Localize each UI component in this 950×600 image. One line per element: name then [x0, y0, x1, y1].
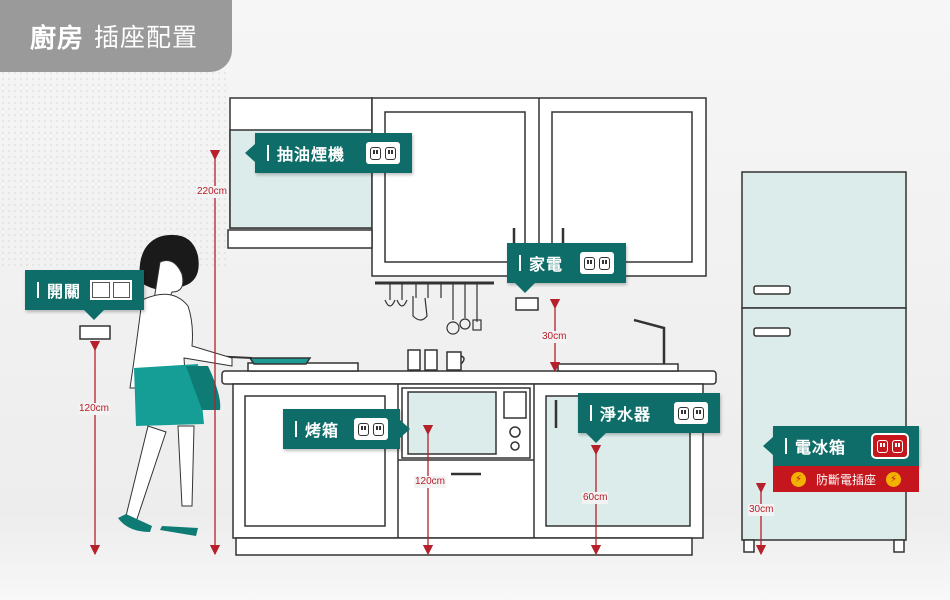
hood-outlet-label: 抽油煙機: [255, 133, 412, 173]
fridge-sub-label: 防斷電插座: [815, 472, 876, 487]
outlet-icon: [674, 402, 708, 424]
appliance-pointer: [515, 283, 535, 293]
hood-pointer: [245, 144, 255, 162]
range-hood: [227, 229, 373, 249]
switch-label: 開關: [25, 270, 144, 310]
purifier-label-text: 淨水器: [600, 407, 652, 424]
fridge-pointer: [763, 437, 773, 455]
lightning-bolt-icon: ⚡: [886, 471, 901, 487]
appliance-outlet-label: 家電: [507, 243, 626, 283]
lightning-bolt-icon: ⚡: [790, 471, 806, 487]
oven-pointer: [400, 420, 410, 438]
appliance-height-label: 30cm: [541, 331, 568, 343]
title-banner: 廚房 插座配置: [0, 0, 232, 72]
woman-figure: [118, 234, 233, 536]
outlet-icon: [354, 418, 388, 440]
surge-protection-tag: ⚡ 防斷電插座 ⚡: [773, 466, 919, 492]
light-switch-icon: [90, 280, 132, 300]
purifier-pointer: [586, 433, 606, 443]
oven-label-text: 烤箱: [305, 423, 340, 440]
page-subtitle: 插座配置: [94, 24, 199, 52]
switch-height-label: 120cm: [78, 403, 111, 415]
oven-height-label: 120cm: [414, 476, 447, 488]
hood-label-text: 抽油煙機: [277, 147, 346, 164]
switch-pointer: [84, 310, 104, 320]
fridge-height-label: 30cm: [748, 504, 775, 516]
fridge-outlet-label: 電冰箱: [773, 426, 919, 466]
oven-outlet-label: 烤箱: [283, 409, 400, 449]
appliance-label-text: 家電: [529, 257, 564, 274]
page-title: 廚房: [30, 22, 85, 53]
purifier-outlet-label: 淨水器: [578, 393, 720, 433]
fridge-label-text: 電冰箱: [795, 440, 847, 457]
outlet-icon: [871, 433, 909, 459]
hood-height-label: 220cm: [196, 186, 229, 198]
outlet-icon: [366, 142, 400, 164]
switch-label-text: 開關: [47, 284, 82, 301]
purifier-height-label: 60cm: [582, 492, 609, 504]
outlet-icon: [580, 252, 614, 274]
dot-pattern: [0, 70, 230, 270]
